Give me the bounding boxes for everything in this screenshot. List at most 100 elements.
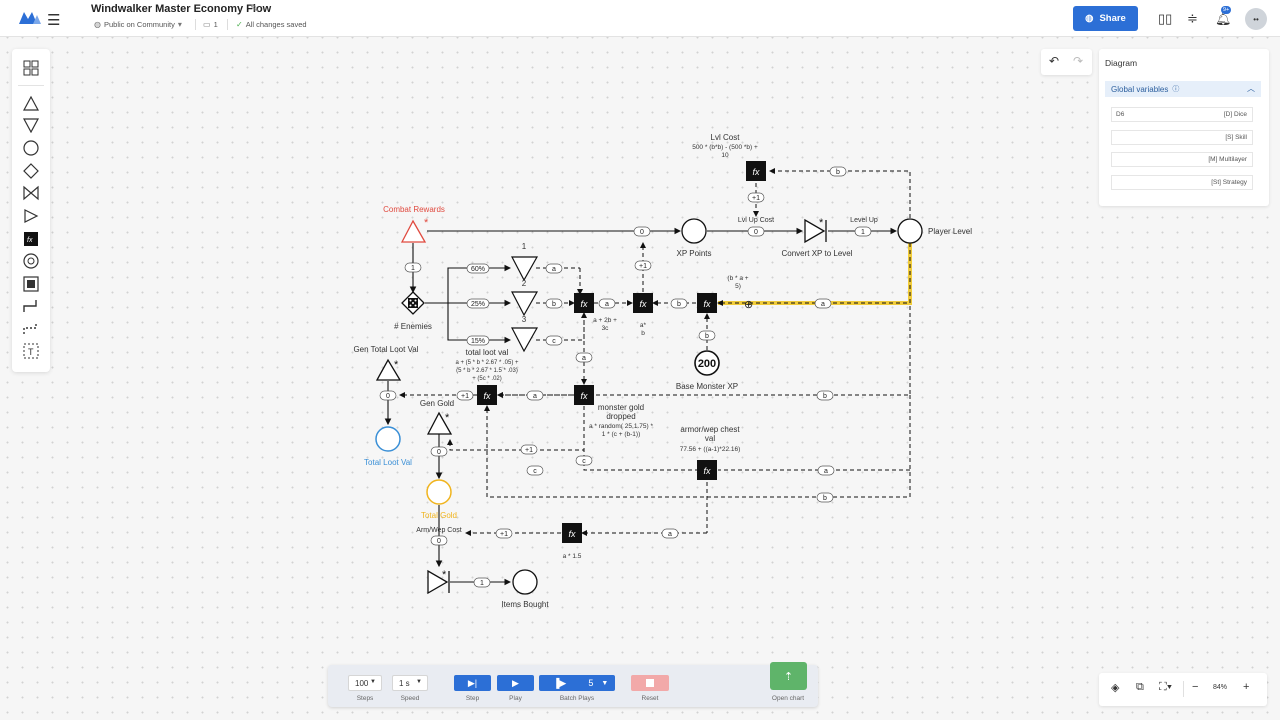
fx-label: fx xyxy=(703,299,711,309)
open-chart-button[interactable]: ⇡ xyxy=(770,662,807,690)
converter-node-icon[interactable] xyxy=(21,206,41,226)
play-button[interactable]: ▶ xyxy=(497,675,534,691)
edge-label-text: a xyxy=(668,531,672,538)
steps-select[interactable]: 100 ▼ xyxy=(348,675,382,691)
edge-label-text: 60% xyxy=(471,266,485,273)
text-tool-icon[interactable]: T xyxy=(21,341,41,361)
delay-node-icon[interactable] xyxy=(21,251,41,271)
video-count[interactable]: ▭ 1 xyxy=(203,20,218,29)
svg-text:T: T xyxy=(28,347,34,357)
global-variables-header[interactable]: Global variables ⓘ ︿ xyxy=(1105,81,1261,97)
player-level-pool[interactable]: Player Level xyxy=(897,218,972,244)
divider xyxy=(195,19,196,30)
info-icon[interactable]: ⓘ xyxy=(1172,86,1180,93)
zoom-out-icon[interactable]: − xyxy=(1192,681,1199,693)
total-loot-val-pool[interactable]: Total Loot Val xyxy=(364,426,412,467)
enemies-gate[interactable]: # Enemies xyxy=(394,291,432,331)
global-variables-label: Global variables xyxy=(1111,84,1169,94)
variable-value: [M] Multilayer xyxy=(1208,156,1247,163)
zoom-in-icon[interactable]: + xyxy=(1243,681,1250,693)
share-button[interactable]: ◍ Share xyxy=(1073,6,1138,31)
register-formula: 3c xyxy=(602,325,610,332)
edge-label: a xyxy=(545,263,563,274)
fullscreen-icon[interactable]: ⛶▾ xyxy=(1159,681,1173,693)
fit-screen-icon[interactable]: ⧉ xyxy=(1136,681,1144,693)
hamburger-menu-icon[interactable]: ☰ xyxy=(47,12,61,29)
node-label: # Enemies xyxy=(394,322,432,331)
undo-icon[interactable]: ↶ xyxy=(1049,54,1060,68)
gen-total-loot-source[interactable]: * Gen Total Loot Val xyxy=(353,345,419,381)
total-gold-pool[interactable]: Total Gold xyxy=(421,479,457,520)
resource-connection-icon[interactable] xyxy=(21,296,41,316)
node-label: Gen Gold xyxy=(420,399,454,408)
drain-node-icon[interactable] xyxy=(21,115,41,135)
pool-value: 200 xyxy=(698,358,716,370)
pool-node-icon[interactable] xyxy=(21,138,41,158)
sliders-icon[interactable]: ≑ xyxy=(1187,11,1198,26)
tier-1-drain[interactable]: 1 xyxy=(511,242,539,282)
redo-icon[interactable]: ↷ xyxy=(1073,54,1084,68)
edit-title-pencil-icon[interactable]: ✎ xyxy=(250,3,260,15)
variable-row[interactable]: [M] Multilayer xyxy=(1111,152,1253,167)
edge-label-text: 1 xyxy=(411,265,415,272)
variable-value: [D] Dice xyxy=(1223,111,1247,118)
source-node-icon[interactable] xyxy=(21,93,41,113)
variable-row[interactable]: D6 [D] Dice xyxy=(1111,107,1253,122)
gen-gold-source[interactable]: * Gen Gold xyxy=(420,399,454,435)
tier-sum-register[interactable]: fx a + 2b + 3c xyxy=(574,293,617,332)
avatar[interactable]: •• xyxy=(1245,8,1267,30)
gate-node-icon[interactable] xyxy=(21,161,41,181)
edge-label: +1 xyxy=(520,444,538,455)
highlighted-connection-line[interactable] xyxy=(717,243,911,306)
connection-label: Level Up xyxy=(850,217,878,224)
save-status-text: All changes saved xyxy=(245,20,307,29)
cost-register[interactable]: fx a * 1.5 xyxy=(562,523,582,560)
tier-3-drain[interactable]: 3 xyxy=(511,315,539,353)
edge-label-text: 25% xyxy=(471,301,485,308)
bell-icon[interactable]: 🔔︎ xyxy=(1215,11,1232,26)
edge-label: c xyxy=(545,335,563,346)
node-label: Convert XP to Level xyxy=(781,249,852,258)
lvl-cost-register[interactable]: fx Lvl Cost 500 * (b*b) - (500 *b) + 10 xyxy=(692,133,766,181)
visibility-dropdown[interactable]: ◍ Public on Community ▾ xyxy=(94,20,182,29)
state-connection-icon[interactable] xyxy=(21,318,41,338)
book-icon[interactable]: ▯▯ xyxy=(1158,11,1173,26)
layers-icon[interactable]: ◈ xyxy=(1111,682,1120,694)
variable-row[interactable]: [S] Skill xyxy=(1111,130,1253,145)
convert-xp-converter[interactable]: * Convert XP to Level Lvl Up Cost Level … xyxy=(738,217,878,258)
xp-points-pool[interactable]: XP Points xyxy=(677,218,712,258)
register-node-icon[interactable]: fx xyxy=(21,229,41,249)
edge-label: b xyxy=(816,390,834,401)
multiply-register[interactable]: fx a* b xyxy=(633,293,653,337)
variable-name: D6 xyxy=(1116,111,1125,118)
chart-icon: ⇡ xyxy=(783,670,794,683)
edge-labels[interactable]: 0 0 1 b +1 1 60% 25% 15% a b c a b a +1 … xyxy=(379,166,872,588)
trader-node-icon[interactable] xyxy=(21,183,41,203)
combat-rewards-source[interactable]: * Combat Rewards xyxy=(383,205,445,243)
grid-view-icon[interactable] xyxy=(21,58,41,78)
monster-gold-register[interactable]: fx monster gold dropped a * random( 25,1… xyxy=(574,385,653,438)
base-monster-xp-pool[interactable]: 200 Base Monster XP xyxy=(676,350,738,391)
armor-chest-register[interactable]: fx armor/wep chest val 77.56 + ((a-1)*22… xyxy=(680,425,741,480)
end-condition-icon[interactable] xyxy=(21,274,41,294)
node-label: monster gold xyxy=(598,403,644,412)
reset-button[interactable] xyxy=(631,675,669,691)
edge-label: c xyxy=(526,465,544,476)
items-bought-pool[interactable]: Items Bought xyxy=(501,569,549,609)
edge-label: a xyxy=(598,298,616,309)
batch-plays-button[interactable]: ▐▶ 5 ▼ xyxy=(539,675,615,691)
document-title[interactable]: Windwalker Master Economy Flow xyxy=(91,3,272,15)
chevron-up-icon[interactable]: ︿ xyxy=(1247,84,1255,93)
edge-label-text: b xyxy=(823,393,827,400)
xp-register[interactable]: fx (b * a + 5) xyxy=(697,275,749,313)
variable-row[interactable]: [St] Strategy xyxy=(1111,175,1253,190)
total-loot-register[interactable]: fx total loot val a + (5 * b * 2.67 * .0… xyxy=(455,348,519,405)
automatic-star-icon: * xyxy=(445,412,450,424)
globe-share-icon: ◍ xyxy=(1085,13,1094,24)
speed-select[interactable]: 1 s ▼ xyxy=(392,675,428,691)
arm-wep-cost-converter[interactable]: Arm/Wep Cost * xyxy=(416,527,462,595)
step-button[interactable]: ▶| xyxy=(454,675,491,691)
tier-2-drain[interactable]: 2 xyxy=(511,279,539,317)
machinations-logo-icon[interactable] xyxy=(19,12,41,24)
